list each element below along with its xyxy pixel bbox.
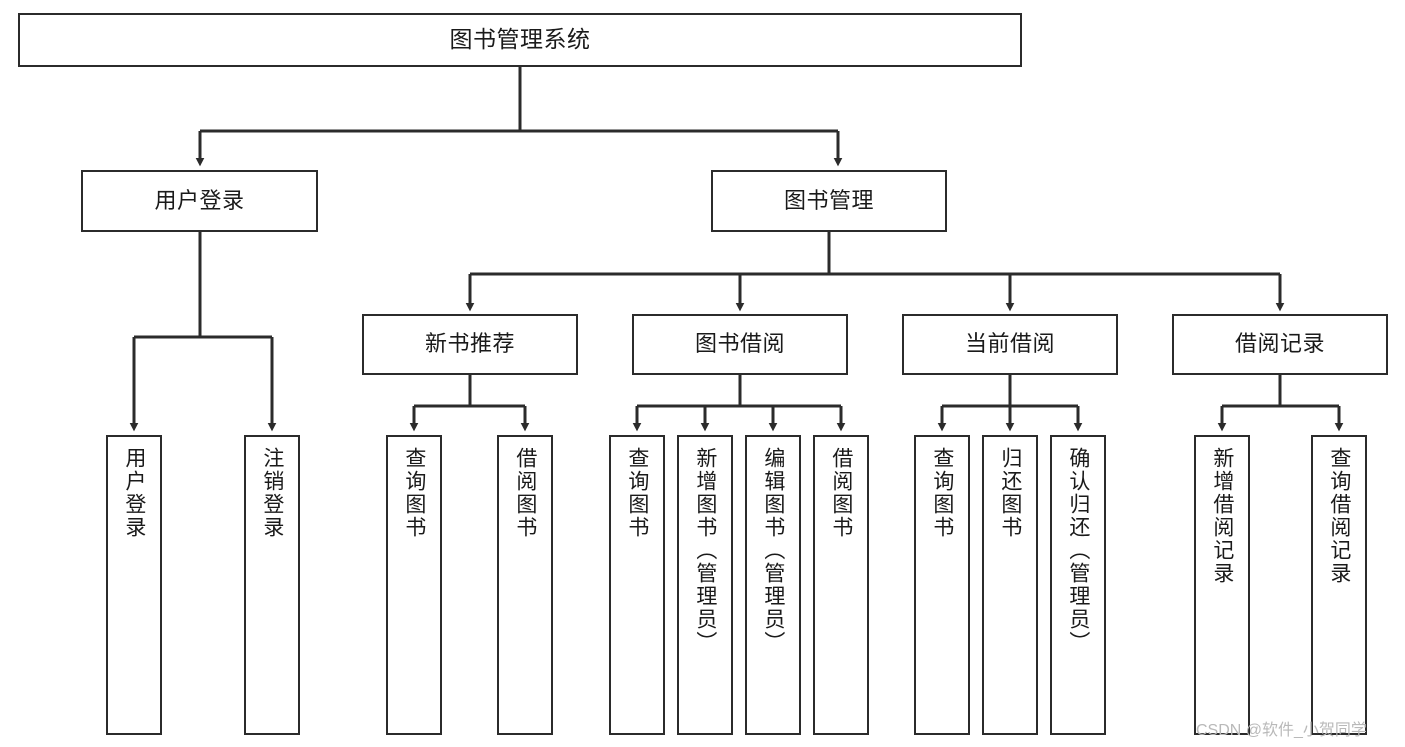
leaf-current-return-book[interactable]: 归还图书: [982, 435, 1038, 735]
node-label: 图书借阅: [694, 331, 785, 357]
leaf-label: 用户登录: [122, 447, 146, 539]
leaf-label: 查询图书: [402, 447, 426, 539]
node-borrow-record[interactable]: 借阅记录: [1172, 314, 1388, 375]
node-book-management[interactable]: 图书管理: [711, 170, 947, 232]
leaf-label: 查询图书: [930, 447, 954, 539]
node-label: 图书管理: [783, 187, 874, 213]
leaf-user-login-logout[interactable]: 注销登录: [244, 435, 300, 735]
node-book-borrow[interactable]: 图书借阅: [632, 314, 848, 375]
leaf-borrow-borrow-book[interactable]: 借阅图书: [813, 435, 869, 735]
node-label: 当前借阅: [964, 331, 1055, 357]
leaf-newbook-borrow-book[interactable]: 借阅图书: [497, 435, 553, 735]
leaf-label: 注销登录: [260, 447, 284, 539]
leaf-label: 编辑图书（管理员）: [761, 447, 785, 654]
node-label: 新书推荐: [424, 331, 515, 357]
node-root-system[interactable]: 图书管理系统: [18, 13, 1022, 67]
leaf-label: 新增图书（管理员）: [693, 447, 717, 654]
leaf-borrow-query-book[interactable]: 查询图书: [609, 435, 665, 735]
leaf-label: 借阅图书: [829, 447, 853, 539]
leaf-label: 归还图书: [998, 447, 1022, 539]
leaf-newbook-query-book[interactable]: 查询图书: [386, 435, 442, 735]
node-new-book-recommend[interactable]: 新书推荐: [362, 314, 578, 375]
node-label: 图书管理系统: [449, 26, 591, 53]
node-label: 借阅记录: [1234, 331, 1325, 357]
node-user-login[interactable]: 用户登录: [81, 170, 318, 232]
leaf-label: 查询借阅记录: [1327, 447, 1351, 585]
leaf-record-add-record[interactable]: 新增借阅记录: [1194, 435, 1250, 735]
leaf-label: 新增借阅记录: [1210, 447, 1234, 585]
csdn-watermark: CSDN @软件_小贺同学: [1196, 722, 1367, 739]
leaf-current-confirm-return-admin[interactable]: 确认归还（管理员）: [1050, 435, 1106, 735]
leaf-label: 查询图书: [625, 447, 649, 539]
leaf-user-login-login[interactable]: 用户登录: [106, 435, 162, 735]
leaf-label: 借阅图书: [513, 447, 537, 539]
leaf-label: 确认归还（管理员）: [1066, 447, 1090, 654]
leaf-record-query-record[interactable]: 查询借阅记录: [1311, 435, 1367, 735]
leaf-borrow-edit-book-admin[interactable]: 编辑图书（管理员）: [745, 435, 801, 735]
node-label: 用户登录: [154, 187, 245, 213]
leaf-borrow-add-book-admin[interactable]: 新增图书（管理员）: [677, 435, 733, 735]
node-current-borrow[interactable]: 当前借阅: [902, 314, 1118, 375]
leaf-current-query-book[interactable]: 查询图书: [914, 435, 970, 735]
